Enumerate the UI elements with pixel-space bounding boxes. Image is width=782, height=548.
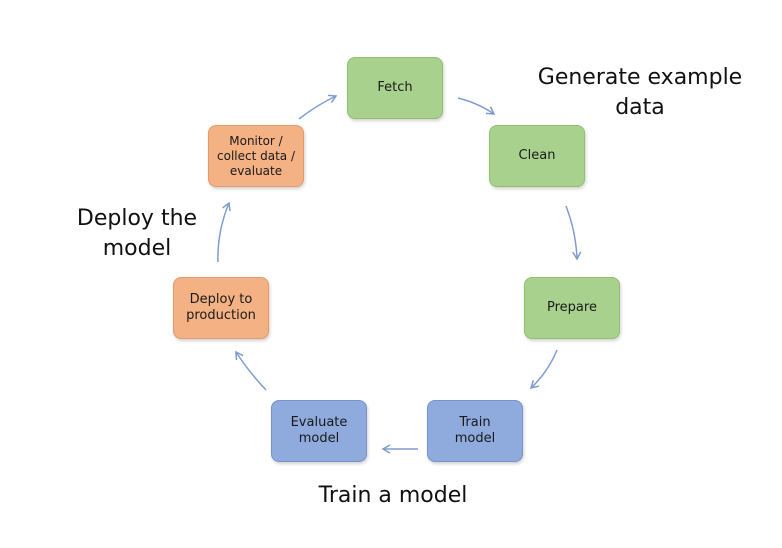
phase-train-a-model: Train a model: [318, 483, 468, 508]
step-fetch: Fetch: [347, 57, 443, 119]
phase-generate-example-data: Generate example data: [525, 63, 755, 123]
arrow-deploy-to-monitor: [217, 201, 231, 263]
phase-deploy-line2: model: [102, 236, 172, 261]
arrow-monitor-to-fetch: [298, 94, 338, 120]
step-monitor-collect-evaluate: Monitor / collect data / evaluate: [208, 125, 304, 187]
arrow-fetch-to-clean: [457, 97, 496, 115]
arrow-clean-to-prepare: [565, 205, 582, 261]
phase-generate-line2: data: [615, 95, 665, 120]
step-clean: Clean: [489, 125, 585, 187]
phase-generate-line1: Generate example: [537, 65, 743, 90]
step-deploy-to-production: Deploy to production: [173, 277, 269, 339]
step-prepare: Prepare: [524, 277, 620, 339]
arrow-evaluate-to-deploy: [235, 350, 267, 391]
step-evaluate-model: Evaluate model: [271, 400, 367, 462]
phase-deploy-the-model: Deploy the model: [62, 204, 212, 264]
arrow-prepare-to-train: [529, 349, 558, 390]
step-train-model: Train model: [427, 400, 523, 462]
phase-deploy-line1: Deploy the: [76, 206, 198, 231]
